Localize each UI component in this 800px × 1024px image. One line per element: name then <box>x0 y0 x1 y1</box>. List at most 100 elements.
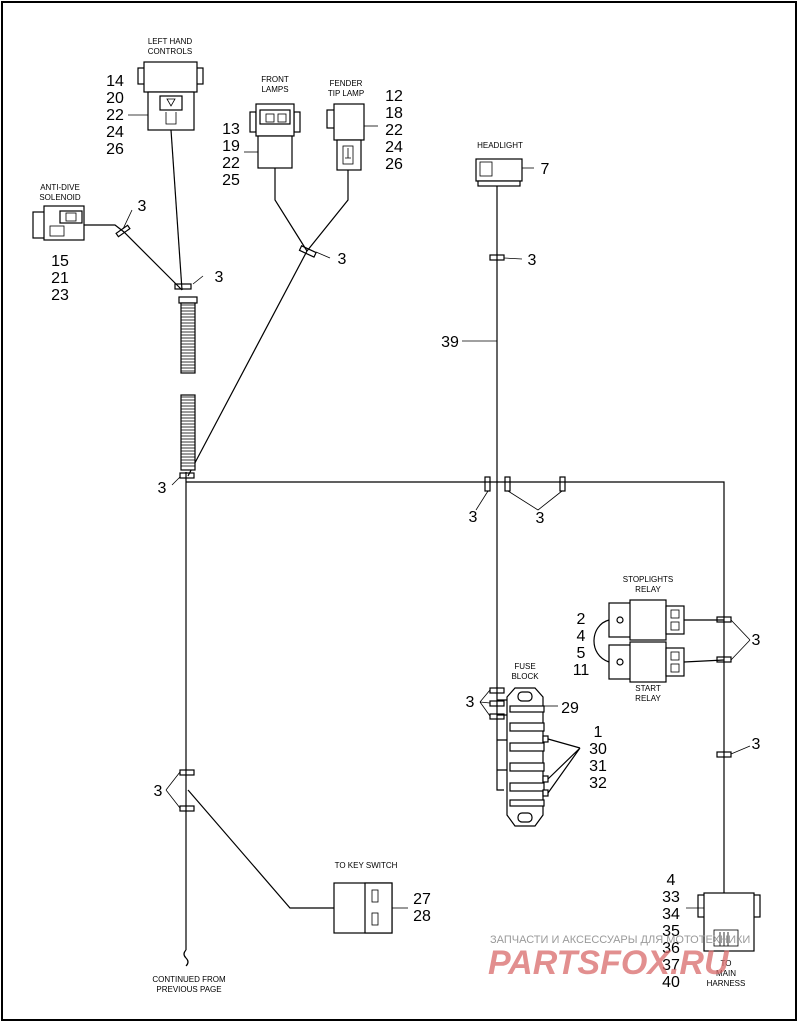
clip-junction-top <box>174 283 192 290</box>
wires <box>84 129 725 967</box>
clip-bus-1 <box>484 476 491 492</box>
callout-fender-4: 24 <box>385 139 403 156</box>
callout-clip-fuse: 3 <box>466 694 475 711</box>
callout-fuse-list-1: 1 <box>594 724 603 741</box>
callout-clip-main-harness: 3 <box>752 736 761 753</box>
watermark-line-2: PARTSFOX.RU <box>488 944 730 982</box>
callout-relay-1: 2 <box>577 611 586 628</box>
callout-fuse-29: 29 <box>561 700 579 717</box>
callout-front-3: 22 <box>222 155 240 172</box>
clip-bus-3 <box>559 476 566 492</box>
callout-lhc-5: 26 <box>106 141 124 158</box>
label-main-harness-1: TO <box>721 959 732 968</box>
fender-tip-lamp-connector <box>326 103 365 171</box>
headlight-connector <box>475 158 523 187</box>
label-fender-1: FENDER <box>330 79 363 88</box>
clip-anti-dive <box>115 224 131 238</box>
callout-fender-3: 22 <box>385 122 403 139</box>
callout-clip-headlight: 3 <box>528 252 537 269</box>
wire-anti-dive <box>84 224 183 291</box>
callout-clip-relays: 3 <box>752 632 761 649</box>
stoplights-relay <box>608 599 685 641</box>
callout-mh-2: 33 <box>662 889 680 906</box>
label-headlight: HEADLIGHT <box>477 141 523 150</box>
callout-front-2: 19 <box>222 138 240 155</box>
clip-fuse-3 <box>489 713 505 720</box>
label-start-2: RELAY <box>635 694 661 703</box>
callout-headlight: 7 <box>541 161 550 178</box>
wire-left-hand-controls <box>170 129 183 291</box>
callout-mh-5: 36 <box>662 940 680 957</box>
callout-fuse-list-3: 31 <box>589 758 607 775</box>
clip-lamps <box>298 245 317 258</box>
callout-fender-1: 12 <box>385 88 403 105</box>
clip-junction-bottom <box>179 472 195 479</box>
clip-trunk-2 <box>179 805 195 812</box>
clip-relay-1 <box>716 616 732 623</box>
anti-dive-solenoid-connector <box>32 205 85 241</box>
callout-key-2: 28 <box>413 908 431 925</box>
callout-relay-4: 11 <box>573 662 590 679</box>
callout-lhc-3: 22 <box>106 107 124 124</box>
callout-lhc-4: 24 <box>106 124 124 141</box>
conduit-ribs <box>181 304 195 467</box>
clip-fuse-2 <box>489 700 505 707</box>
callout-relay-2: 4 <box>577 628 586 645</box>
wire-fender-tip-lamp <box>306 170 349 252</box>
label-stoplights-1: STOPLIGHTS <box>623 575 674 584</box>
wire-key-switch <box>187 789 334 909</box>
clip-main-harness <box>716 751 732 758</box>
main-harness-connector <box>697 892 761 952</box>
callout-anti-dive-2: 21 <box>51 270 69 287</box>
wire-lamps-trunk <box>187 250 308 477</box>
clip-bus-2 <box>504 476 511 492</box>
callout-lhc-2: 20 <box>106 90 124 107</box>
callout-clip-junction-bottom: 3 <box>158 480 167 497</box>
callout-clip-bus-2: 3 <box>536 510 545 527</box>
callout-fuse-list-4: 32 <box>589 775 607 792</box>
label-main-harness-2: MAIN <box>716 969 736 978</box>
wire-front-lamps <box>274 168 308 252</box>
watermark-line-1: ЗАПЧАСТИ И АКСЕССУАРЫ ДЛЯ МОТОТЕХНИКИ <box>490 934 750 946</box>
callout-mh-4: 35 <box>662 923 680 940</box>
callout-clip-trunk: 3 <box>154 783 163 800</box>
callout-relay-3: 5 <box>577 645 586 662</box>
callout-fuse-list-2: 30 <box>589 741 607 758</box>
label-fuse-1: FUSE <box>514 662 535 671</box>
label-front-lamps-1: FRONT <box>261 75 289 84</box>
callout-clip-bus-1: 3 <box>469 509 478 526</box>
front-lamps-connector <box>249 103 301 169</box>
wire-relay-left <box>593 619 610 663</box>
wire-to-fuse-block <box>496 690 504 791</box>
callout-anti-dive-3: 23 <box>51 287 69 304</box>
label-anti-dive-1: ANTI-DIVE <box>40 183 80 192</box>
label-continued-2: PREVIOUS PAGE <box>156 985 221 994</box>
callout-lhc-1: 14 <box>106 73 124 90</box>
fuse-leader-lines <box>547 738 581 794</box>
label-front-lamps-2: LAMPS <box>261 85 288 94</box>
clips <box>115 224 732 812</box>
callout-wire-39: 39 <box>441 334 459 351</box>
callout-front-4: 25 <box>222 172 240 189</box>
label-fuse-2: BLOCK <box>511 672 539 681</box>
callout-clip-anti-dive: 3 <box>138 198 147 215</box>
label-start-1: START <box>635 684 661 693</box>
callout-mh-3: 34 <box>662 906 680 923</box>
callout-key-1: 27 <box>413 891 431 908</box>
callout-mh-1: 4 <box>667 872 676 889</box>
callout-mh-7: 40 <box>662 974 680 991</box>
label-main-harness-3: HARNESS <box>707 979 746 988</box>
wire-fuse-feeds <box>497 699 507 771</box>
leader-lines <box>122 114 751 909</box>
callout-fender-5: 26 <box>385 156 403 173</box>
wire-break-symbol <box>183 949 189 967</box>
left-hand-controls-connector <box>137 61 204 131</box>
conduit <box>178 296 198 471</box>
label-fender-2: TIP LAMP <box>328 89 364 98</box>
callout-clip-junction-top: 3 <box>215 269 224 286</box>
label-anti-dive-2: SOLENOID <box>39 193 81 202</box>
label-left-hand-2: CONTROLS <box>148 47 192 56</box>
